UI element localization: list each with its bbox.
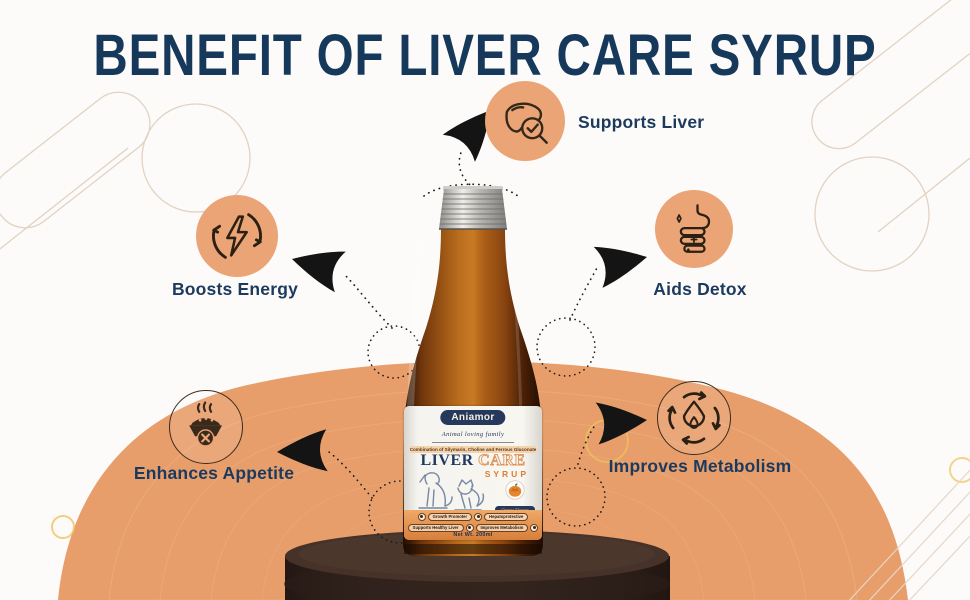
claim-icon [465,523,474,532]
corner-hatch-lines [848,469,970,600]
bottle-front-label: Aniamor Animal loving family Combination… [404,406,542,540]
flame-cycle-icon [667,391,721,445]
claim-icon [417,512,426,521]
benefit-label-improves-metabolism: Improves Metabolism [608,456,792,476]
claim-growth-promoter: Growth Promoter [427,512,473,522]
benefit-circle-boosts-energy [196,195,278,277]
benefit-label-aids-detox: Aids Detox [653,279,747,299]
orange-fruit-icon [505,480,525,500]
label-claims-section: Growth Promoter Hepatoprotective Support… [404,510,542,540]
product-name: LIVER CARE [404,452,542,470]
benefit-circle-enhances-appetite [169,390,243,464]
food-bowl-icon [189,401,223,447]
label-divider [431,442,515,443]
benefit-circle-supports-liver [485,81,565,161]
composition-text: Combination of Silymarin, Choline and Fe… [409,446,537,453]
benefit-label-enhances-appetite: Enhances Appetite [133,463,295,483]
claim-hepatoprotective: Hepatoprotective [484,512,529,522]
liver-magnifier-icon [505,102,548,144]
dotted-connectors [328,149,598,499]
product-name-care: CARE [478,452,526,470]
brand-badge: Aniamor [440,410,506,425]
claim-supports-healthy-liver: Supports Healthy Liver [407,523,464,533]
claims-row-2: Supports Healthy Liver Improves Metaboli… [404,523,542,533]
pointer-arrows [277,110,647,472]
flavour-badge: Orange Flavour [495,480,535,513]
claim-icon [474,512,483,521]
benefit-label-boosts-energy: Boosts Energy [171,279,299,299]
brand-tagline: Animal loving family [441,431,505,438]
net-weight: Net Wt. 200ml [453,532,493,538]
lightning-energy-icon [212,213,262,259]
benefit-circle-aids-detox [655,190,733,268]
claim-icon [530,523,539,532]
product-type: SYRUP [484,469,529,479]
product-name-liver: LIVER [420,452,474,469]
benefit-label-supports-liver: Supports Liver [578,112,705,132]
claims-row-1: Growth Promoter Hepatoprotective [404,512,542,522]
gut-detox-icon [676,204,711,253]
flavour-name: Orange Flavour [495,506,535,513]
corner-outline-decorations [0,0,970,272]
claim-improves-metabolism: Improves Metabolism [475,523,529,533]
arrow-enhances-appetite [277,429,328,472]
arrow-improves-metabolism [595,402,647,445]
bottle-cap [439,186,507,230]
arrow-supports-liver [442,110,491,162]
page-title: BENEFIT OF LIVER CARE SYRUP [93,23,877,88]
arrow-boosts-energy [292,251,346,293]
arrow-aids-detox [593,246,647,288]
benefit-circle-improves-metabolism [657,381,731,455]
